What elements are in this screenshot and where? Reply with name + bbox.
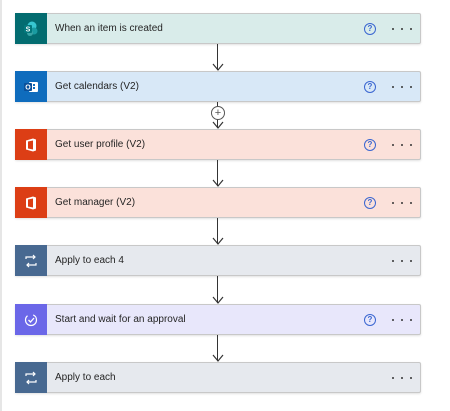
step-start-and-wait-for-approval[interactable]: Start and wait for an approval ?: [15, 304, 421, 335]
canvas-left-border: [0, 0, 2, 411]
step-title: Apply to each: [55, 372, 116, 383]
connector-arrow: [212, 44, 224, 72]
more-options-icon[interactable]: [392, 85, 412, 88]
svg-text:O: O: [25, 84, 31, 91]
help-icon[interactable]: ?: [364, 80, 376, 93]
more-options-icon[interactable]: [392, 27, 412, 30]
more-options-icon[interactable]: [392, 376, 412, 379]
step-apply-to-each-4[interactable]: Apply to each 4: [15, 245, 421, 276]
more-options-icon[interactable]: [392, 143, 412, 146]
connector-arrow: [212, 335, 224, 363]
step-title: Get user profile (V2): [55, 139, 146, 150]
office-icon: [15, 187, 47, 218]
more-options-icon[interactable]: [392, 201, 412, 204]
loop-icon: [15, 245, 47, 276]
loop-icon: [15, 362, 47, 393]
approval-icon: [15, 304, 47, 335]
more-options-icon[interactable]: [392, 318, 412, 321]
help-icon[interactable]: ?: [364, 196, 376, 209]
step-title: When an item is created: [55, 23, 163, 34]
connector-arrow: [212, 218, 224, 246]
step-get-calendars[interactable]: O Get calendars (V2) ?: [15, 71, 421, 102]
connector-arrow: [212, 160, 224, 188]
step-get-manager[interactable]: Get manager (V2) ?: [15, 187, 421, 218]
step-when-an-item-is-created[interactable]: S When an item is created ?: [15, 13, 421, 44]
sharepoint-icon: S: [15, 13, 47, 44]
help-icon[interactable]: ?: [364, 313, 376, 326]
more-options-icon[interactable]: [392, 259, 412, 262]
step-get-user-profile[interactable]: Get user profile (V2) ?: [15, 129, 421, 160]
insert-step-button[interactable]: +: [211, 106, 225, 120]
step-title: Start and wait for an approval: [55, 314, 186, 325]
help-icon[interactable]: ?: [364, 22, 376, 35]
connector-arrow: [212, 276, 224, 305]
office-icon: [15, 129, 47, 160]
svg-text:S: S: [26, 26, 31, 33]
step-title: Get manager (V2): [55, 197, 136, 208]
help-icon[interactable]: ?: [364, 138, 376, 151]
step-apply-to-each[interactable]: Apply to each: [15, 362, 421, 393]
step-title: Apply to each 4: [55, 255, 124, 266]
outlook-icon: O: [15, 71, 47, 102]
step-title: Get calendars (V2): [55, 81, 139, 92]
